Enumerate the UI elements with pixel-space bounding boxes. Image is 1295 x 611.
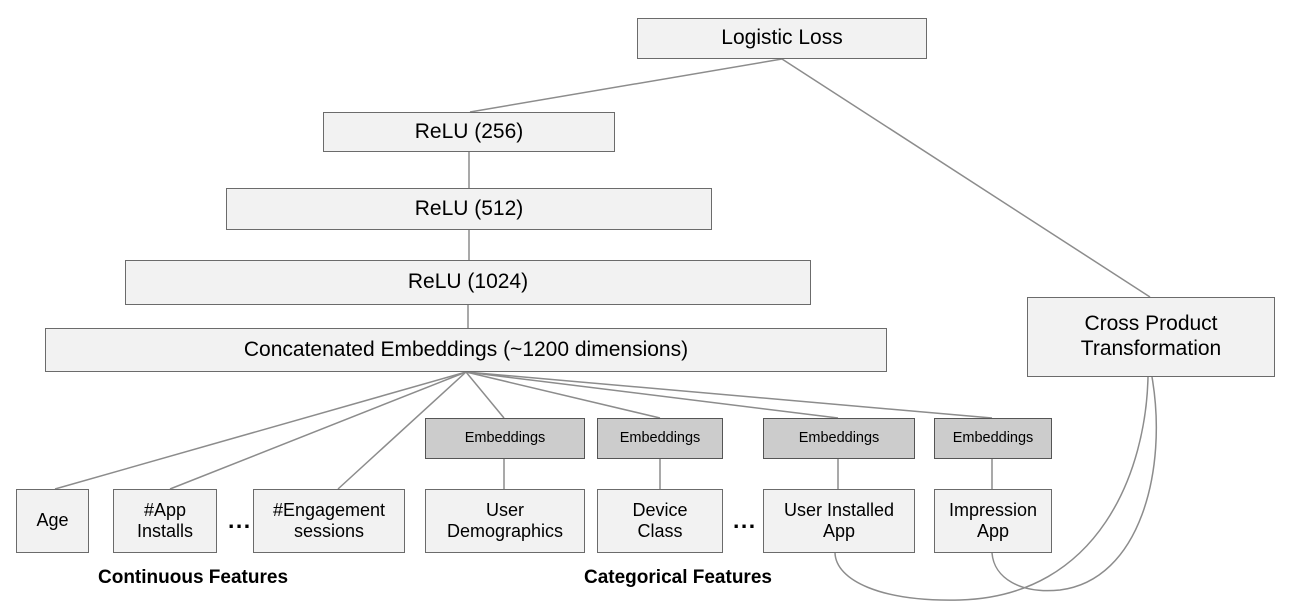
group-label-categorical-features: Categorical Features	[584, 567, 772, 588]
node-embeddings-1-label: Embeddings	[464, 429, 546, 446]
node-concatenated-embeddings-label: Concatenated Embeddings (~1200 dimension…	[243, 337, 689, 361]
node-feature-app-installs-label: #App Installs	[136, 499, 194, 541]
edge-concat-to-embedding-3	[465, 371, 839, 419]
edge-loss-to-relu256	[469, 58, 783, 113]
node-feature-engagement-sessions[interactable]: #Engagement sessions	[253, 489, 405, 553]
node-feature-device-class[interactable]: Device Class	[597, 489, 723, 553]
node-embeddings-2-label: Embeddings	[619, 429, 701, 446]
node-concatenated-embeddings[interactable]: Concatenated Embeddings (~1200 dimension…	[45, 328, 887, 372]
ellipsis-continuous: ...	[228, 507, 252, 533]
node-cross-product-transformation[interactable]: Cross Product Transformation	[1027, 297, 1275, 377]
node-embeddings-4-label: Embeddings	[952, 429, 1034, 446]
node-embeddings-1[interactable]: Embeddings	[425, 418, 585, 459]
node-feature-user-installed-app[interactable]: User Installed App	[763, 489, 915, 553]
node-feature-user-installed-app-label: User Installed App	[783, 499, 895, 541]
node-relu-256[interactable]: ReLU (256)	[323, 112, 615, 152]
node-feature-user-demographics[interactable]: User Demographics	[425, 489, 585, 553]
node-feature-age[interactable]: Age	[16, 489, 89, 553]
edge-loss-to-crossproduct	[781, 58, 1151, 298]
node-feature-device-class-label: Device Class	[632, 499, 688, 541]
node-feature-age-label: Age	[36, 510, 69, 531]
group-label-continuous-features: Continuous Features	[98, 567, 289, 588]
node-feature-impression-app[interactable]: Impression App	[934, 489, 1052, 553]
node-feature-user-demographics-label: User Demographics	[446, 499, 564, 541]
edge-crossproduct-to-impressionapp	[991, 376, 1158, 592]
node-embeddings-4[interactable]: Embeddings	[934, 418, 1052, 459]
node-cross-product-transformation-label: Cross Product Transformation	[1080, 312, 1222, 360]
node-logistic-loss-label: Logistic Loss	[721, 26, 843, 50]
node-feature-engagement-sessions-label: #Engagement sessions	[272, 499, 386, 541]
edge-concat-to-embedding-1	[465, 371, 505, 419]
node-feature-impression-app-label: Impression App	[948, 499, 1038, 541]
node-embeddings-3[interactable]: Embeddings	[763, 418, 915, 459]
node-feature-app-installs[interactable]: #App Installs	[113, 489, 217, 553]
node-logistic-loss[interactable]: Logistic Loss	[637, 18, 927, 59]
node-embeddings-2[interactable]: Embeddings	[597, 418, 723, 459]
node-relu-1024-label: ReLU (1024)	[407, 270, 529, 294]
edge-concat-to-embedding-4	[465, 371, 993, 419]
edge-concat-to-embedding-2	[465, 371, 661, 419]
edge-concat-to-age	[54, 371, 467, 490]
ellipsis-categorical: ...	[733, 507, 757, 533]
node-relu-512[interactable]: ReLU (512)	[226, 188, 712, 230]
node-embeddings-3-label: Embeddings	[798, 429, 880, 446]
edge-concat-to-appinstalls	[169, 371, 467, 490]
node-relu-512-label: ReLU (512)	[414, 196, 524, 220]
node-relu-1024[interactable]: ReLU (1024)	[125, 260, 811, 305]
node-relu-256-label: ReLU (256)	[414, 119, 524, 143]
